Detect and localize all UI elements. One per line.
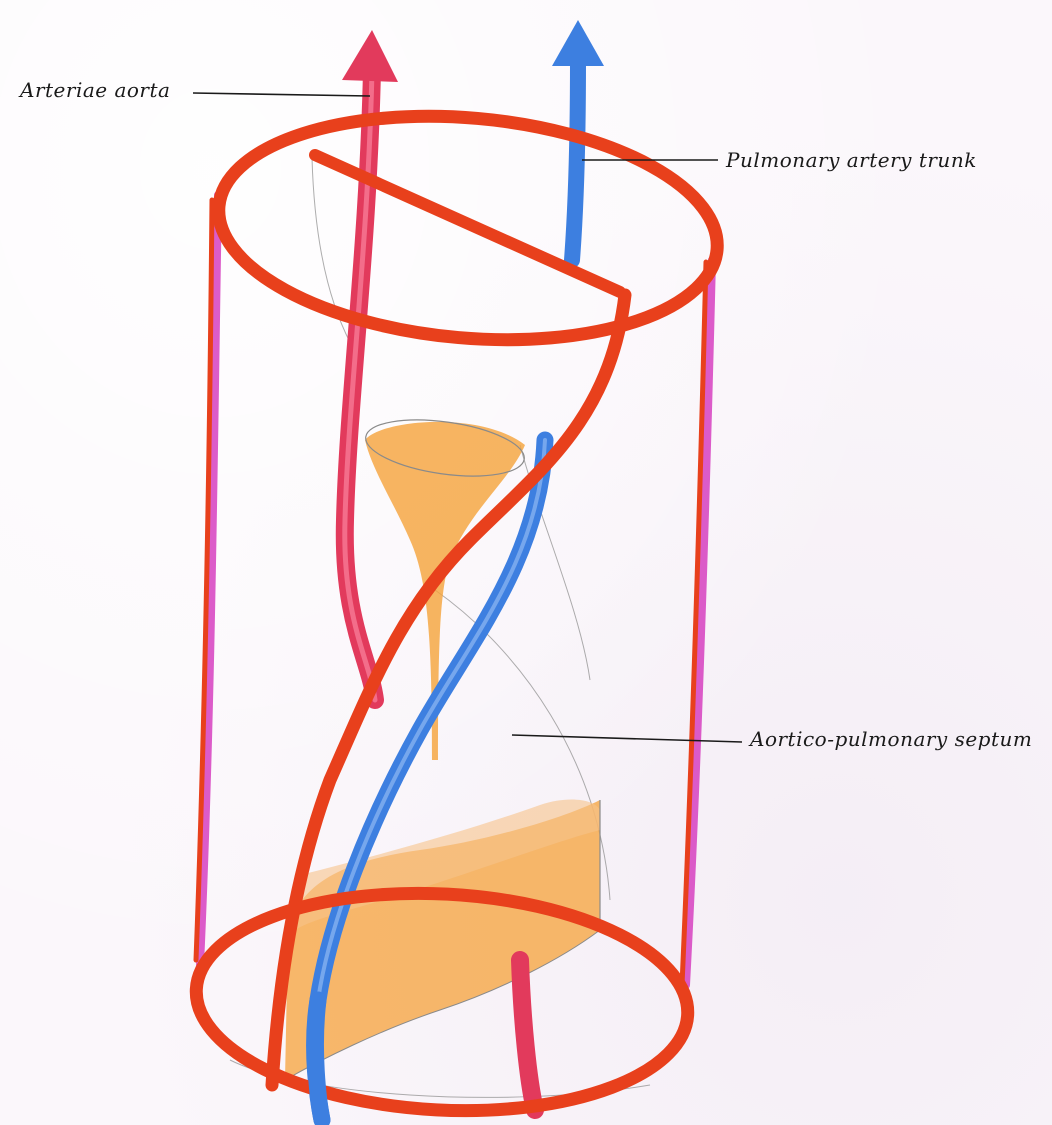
- leader-line-aorta: [193, 93, 370, 96]
- label-pulmonary-trunk: Pulmonary artery trunk: [726, 148, 977, 172]
- label-aorta: Arteriae aorta: [20, 78, 170, 102]
- pulmonary-vessel-front: [315, 1000, 322, 1120]
- label-septum: Aortico-pulmonary septum: [750, 727, 1032, 751]
- leader-line-septum: [512, 735, 742, 742]
